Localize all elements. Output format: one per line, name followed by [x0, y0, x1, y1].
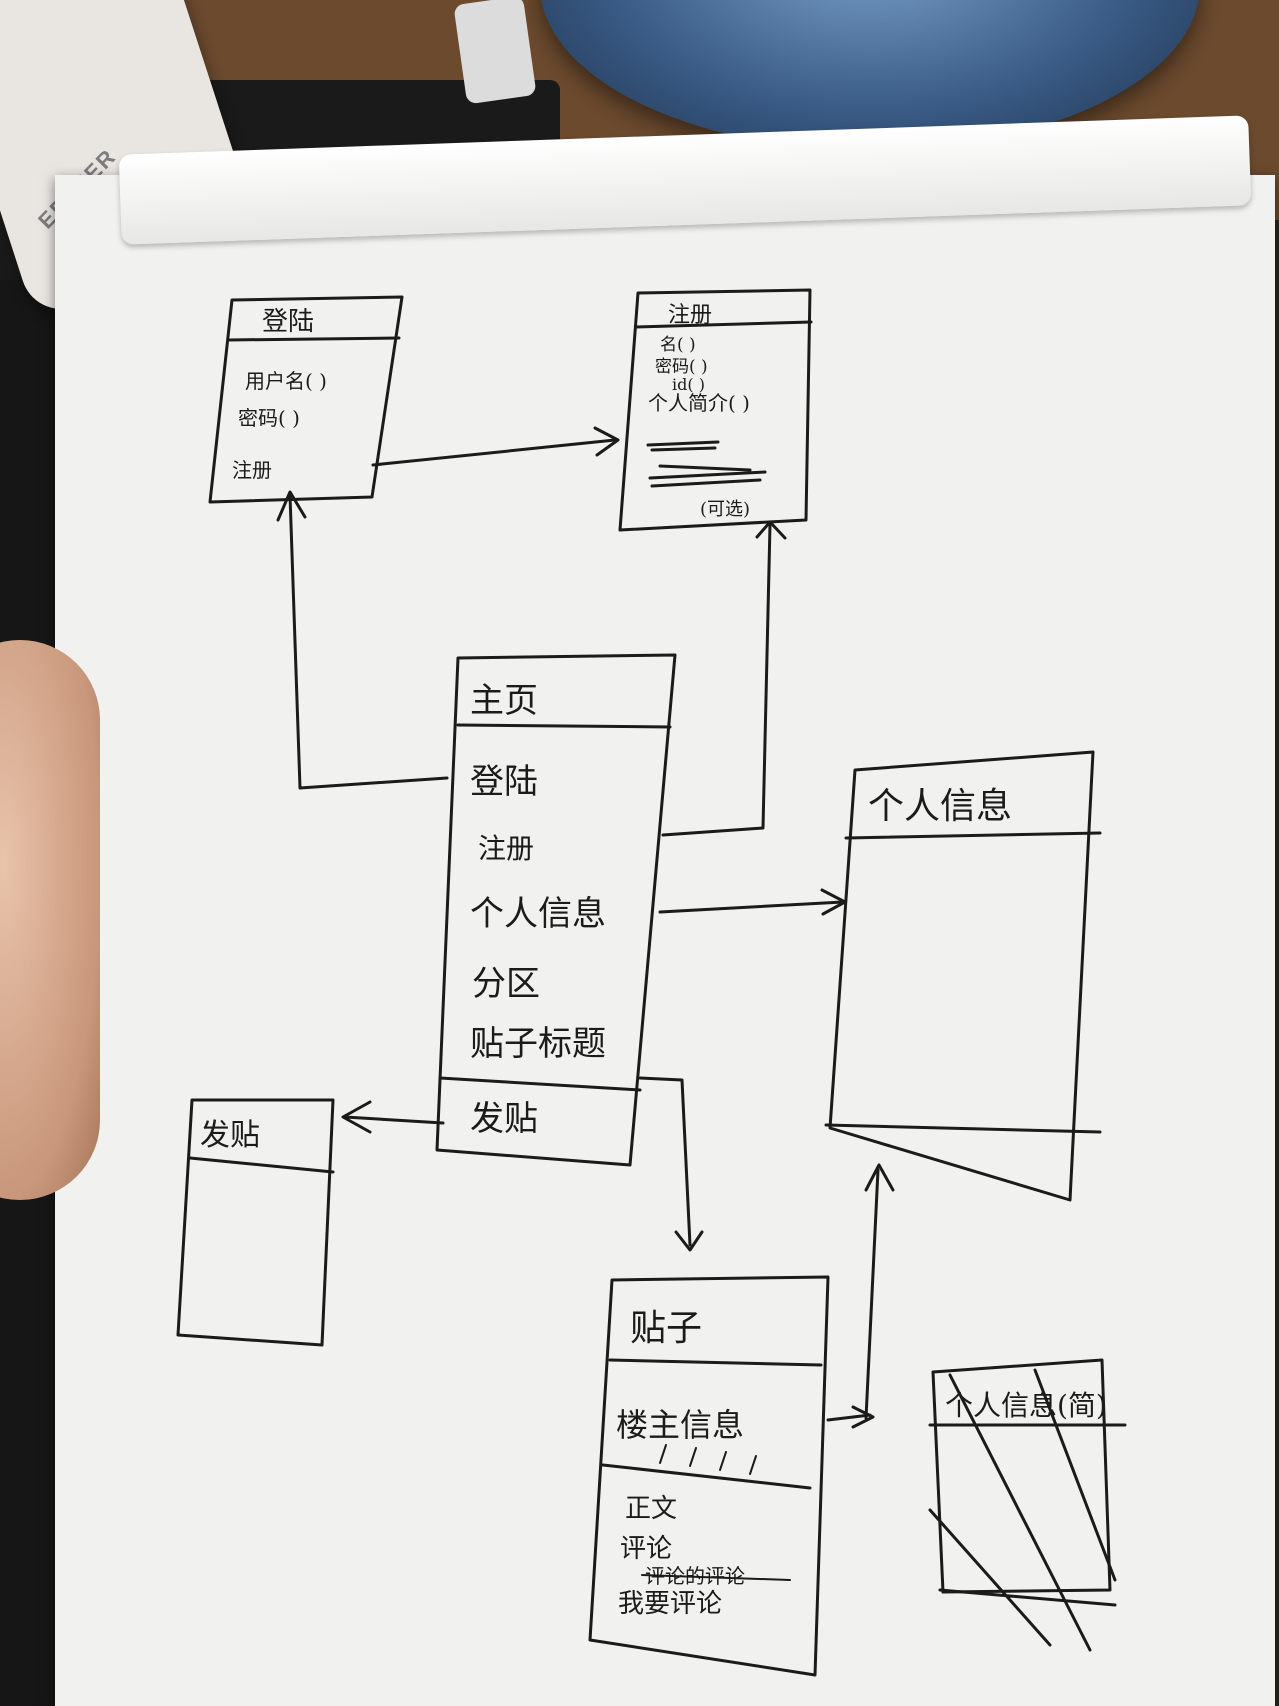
- login-username-field: 用户名( ): [245, 369, 327, 393]
- profile-box: 个人信息: [824, 750, 1102, 1202]
- register-title: 注册: [668, 303, 712, 328]
- register-id-field: id( ): [672, 375, 705, 394]
- short-profile-box: 个人信息(简): [928, 1358, 1127, 1652]
- login-password-field: 密码( ): [238, 406, 300, 430]
- new-post-title: 发贴: [200, 1118, 260, 1153]
- post-author-info: 楼主信息: [616, 1406, 744, 1444]
- post-body: 正文: [625, 1494, 677, 1524]
- home-login-item: 登陆: [470, 762, 538, 802]
- home-section-item: 分区: [472, 964, 540, 1004]
- register-box: 注册 名( ) 密码( ) id( ) 个人简介( ) (可选): [618, 288, 813, 532]
- login-title: 登陆: [262, 307, 314, 337]
- home-profile-item: 个人信息: [470, 894, 606, 934]
- register-optional-note: (可选): [700, 499, 750, 520]
- home-new-post-item: 发贴: [470, 1099, 538, 1139]
- flow-arrows: [276, 426, 895, 1429]
- home-post-title-item: 贴子标题: [470, 1024, 606, 1064]
- home-title: 主页: [470, 681, 538, 721]
- short-profile-title: 个人信息(简): [945, 1389, 1107, 1422]
- register-bio-field: 个人简介( ): [648, 391, 750, 415]
- profile-title: 个人信息: [868, 786, 1012, 827]
- login-box: 登陆 用户名( ) 密码( ) 注册: [208, 295, 404, 504]
- home-register-item: 注册: [478, 832, 534, 865]
- post-title: 贴子: [630, 1308, 702, 1349]
- post-write-comment: 我要评论: [618, 1589, 722, 1619]
- register-password-field: 密码( ): [655, 357, 708, 377]
- new-post-box: 发贴: [176, 1098, 335, 1347]
- home-box: 主页 登陆 注册 个人信息 分区 贴子标题 发贴: [435, 653, 677, 1167]
- register-name-field: 名( ): [660, 335, 696, 355]
- login-register-link: 注册: [232, 458, 272, 482]
- post-box: 贴子 楼主信息 正文 评论 评论的评论 我要评论: [588, 1275, 830, 1677]
- hand: [0, 640, 100, 1200]
- post-comments: 评论: [620, 1534, 672, 1564]
